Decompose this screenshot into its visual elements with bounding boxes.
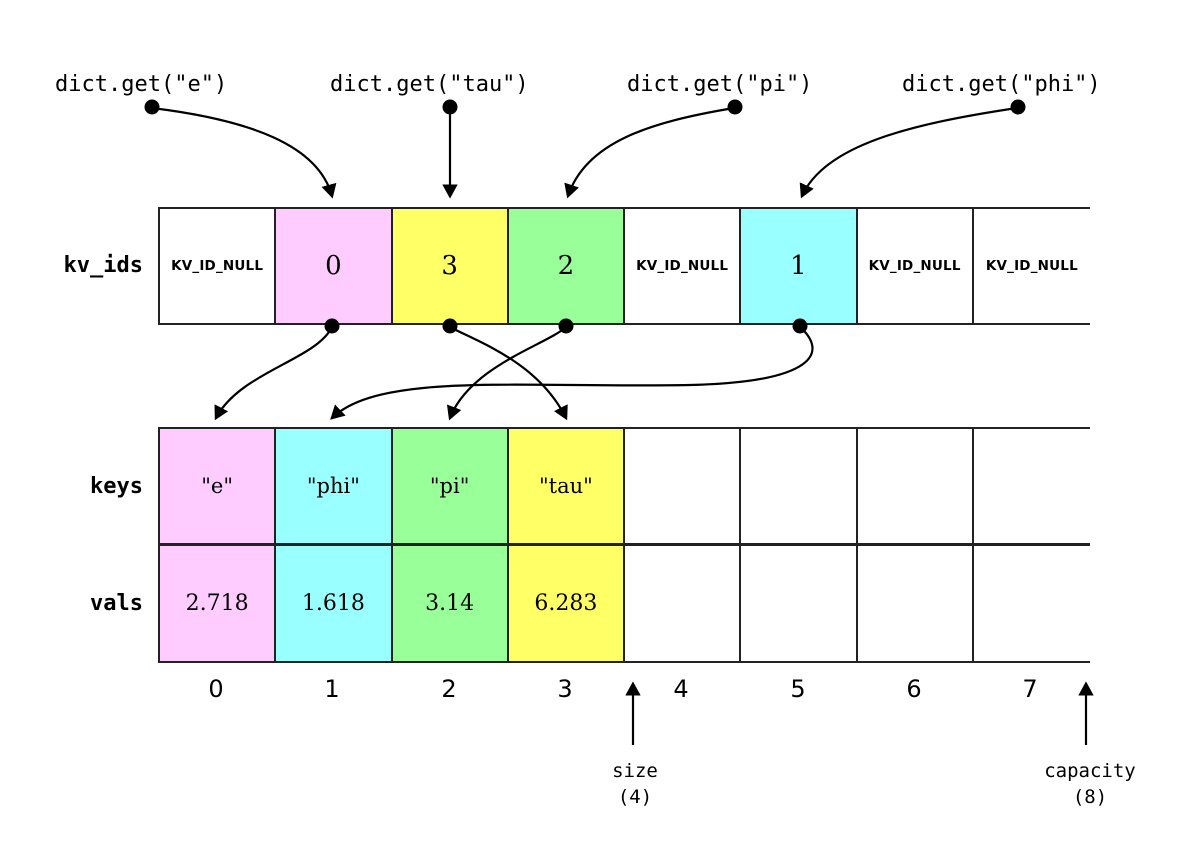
arrow-slot5-to-kv1 xyxy=(330,326,814,420)
dot-get-phi xyxy=(1010,99,1026,115)
kv-ids-cell-5[interactable]: 1 xyxy=(741,209,858,323)
index-tick-6: 6 xyxy=(906,675,922,703)
index-tick-3: 3 xyxy=(557,675,573,703)
kv-ids-cell-0-text: KV_ID_NULL xyxy=(171,258,264,274)
keys-cell-1-text: "phi" xyxy=(306,474,360,498)
call-label-get-e: dict.get("e") xyxy=(55,72,228,97)
vals-cell-4[interactable] xyxy=(625,546,742,661)
keys-cell-3[interactable]: "tau" xyxy=(508,429,625,543)
index-tick-7: 7 xyxy=(1022,675,1038,703)
index-tick-0: 0 xyxy=(208,675,224,703)
vals-cell-7[interactable] xyxy=(973,546,1090,661)
kv-ids-cell-7-text: KV_ID_NULL xyxy=(985,258,1078,274)
row-label-kv-ids: kv_ids xyxy=(63,253,143,278)
vals-cell-5[interactable] xyxy=(741,546,858,661)
call-origin-dots xyxy=(144,99,1026,115)
vals-cell-1[interactable]: 1.618 xyxy=(276,546,393,661)
kv-ids-cell-2-text: 3 xyxy=(441,251,458,281)
arrow-slot2-to-kv3 xyxy=(449,326,568,421)
kv-ids-cell-7[interactable]: KV_ID_NULL xyxy=(973,209,1090,323)
keys-cell-4[interactable] xyxy=(625,429,742,543)
arrow-slot1-to-kv0 xyxy=(214,326,333,421)
vals-cell-2-text: 3.14 xyxy=(425,591,475,616)
keys-cell-5[interactable] xyxy=(741,429,858,543)
keys-cell-3-text: "tau" xyxy=(538,474,593,498)
kv-ids-cell-4-text: KV_ID_NULL xyxy=(636,258,729,274)
keys-cell-2-text: "pi" xyxy=(429,474,470,498)
kv-ids-cell-6-text: KV_ID_NULL xyxy=(868,258,961,274)
vals-cell-2[interactable]: 3.14 xyxy=(392,546,509,661)
size-value: (4) xyxy=(617,786,653,808)
size-label: size xyxy=(612,760,658,782)
kv-ids-cell-3-text: 2 xyxy=(557,251,575,281)
keys-cell-0-text: "e" xyxy=(201,474,233,498)
kv-ids-cell-1[interactable]: 0 xyxy=(276,209,393,323)
arrow-slot3-to-kv2 xyxy=(446,326,567,421)
vals-cell-0-text: 2.718 xyxy=(185,591,249,616)
kv-ids-cell-5-text: 1 xyxy=(790,251,807,281)
kv-ids-cell-2[interactable]: 3 xyxy=(392,209,509,323)
keys-cell-6[interactable] xyxy=(857,429,974,543)
kv-ids-cell-6[interactable]: KV_ID_NULL xyxy=(857,209,974,323)
call-label-get-phi: dict.get("phi") xyxy=(902,72,1101,97)
vals-cell-3[interactable]: 6.283 xyxy=(508,546,625,661)
row-label-keys: keys xyxy=(90,474,143,499)
dot-get-tau xyxy=(442,99,458,115)
kv-ids-cell-4[interactable]: KV_ID_NULL xyxy=(625,209,742,323)
index-tick-1: 1 xyxy=(324,675,340,703)
kv-ids-cell-3[interactable]: 2 xyxy=(508,209,625,323)
index-tick-5: 5 xyxy=(790,675,806,703)
vals-cell-6[interactable] xyxy=(857,546,974,661)
keys-cell-7[interactable] xyxy=(973,429,1090,543)
capacity-value: (8) xyxy=(1072,786,1108,808)
keys-array: "e" "phi" "pi" "tau" xyxy=(158,427,1090,545)
size-annotation: size (4) xyxy=(555,760,715,808)
dot-get-pi xyxy=(727,99,743,115)
capacity-label: capacity xyxy=(1044,760,1136,782)
arrow-get-pi-to-slot3 xyxy=(564,106,735,199)
arrow-get-phi-to-slot5 xyxy=(799,106,1018,199)
call-label-get-pi: dict.get("pi") xyxy=(627,72,813,97)
keys-cell-2[interactable]: "pi" xyxy=(392,429,509,543)
call-label-get-tau: dict.get("tau") xyxy=(330,72,529,97)
vals-cell-1-text: 1.618 xyxy=(301,591,365,616)
capacity-annotation: capacity (8) xyxy=(1005,760,1175,808)
arrow-get-e-to-slot1 xyxy=(151,106,337,199)
index-tick-4: 4 xyxy=(673,675,689,703)
index-tick-2: 2 xyxy=(441,675,457,703)
vals-cell-0[interactable]: 2.718 xyxy=(160,546,277,661)
dot-get-e xyxy=(144,99,160,115)
kv-ids-cell-0[interactable]: KV_ID_NULL xyxy=(160,209,277,323)
kv-ids-cell-1-text: 0 xyxy=(325,251,342,281)
keys-cell-0[interactable]: "e" xyxy=(160,429,277,543)
kv-ids-array: KV_ID_NULL 0 3 2 KV_ID_NULL 1 KV_ID_NULL… xyxy=(158,207,1090,325)
vals-cell-3-text: 6.283 xyxy=(534,591,598,616)
vals-array: 2.718 1.618 3.14 6.283 xyxy=(158,544,1090,663)
row-label-vals: vals xyxy=(90,591,143,616)
keys-cell-1[interactable]: "phi" xyxy=(276,429,393,543)
